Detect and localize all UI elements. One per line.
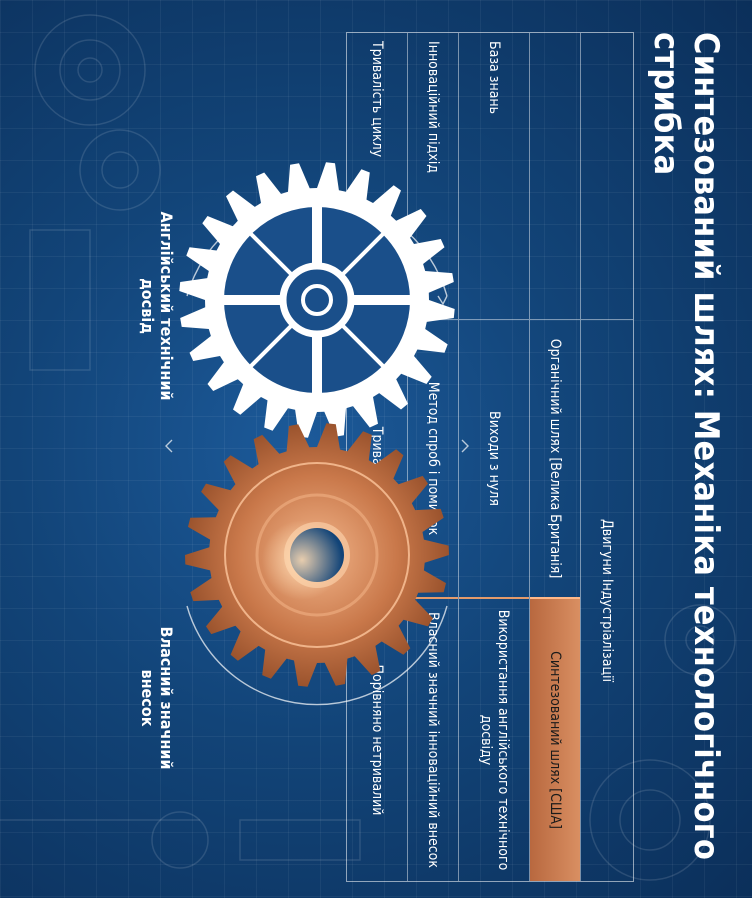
own-contribution-label: Власний значний внесок — [138, 626, 176, 770]
spark-glow — [262, 520, 342, 600]
gear-ring — [255, 493, 379, 617]
english-experience-gear-icon — [179, 162, 455, 438]
gear-ring — [224, 462, 410, 648]
gear-hub — [279, 262, 355, 338]
english-experience-label: Англійський технічний досвід — [138, 211, 176, 401]
rotation-arrows-icon — [165, 196, 469, 706]
gear-axle — [301, 284, 333, 316]
